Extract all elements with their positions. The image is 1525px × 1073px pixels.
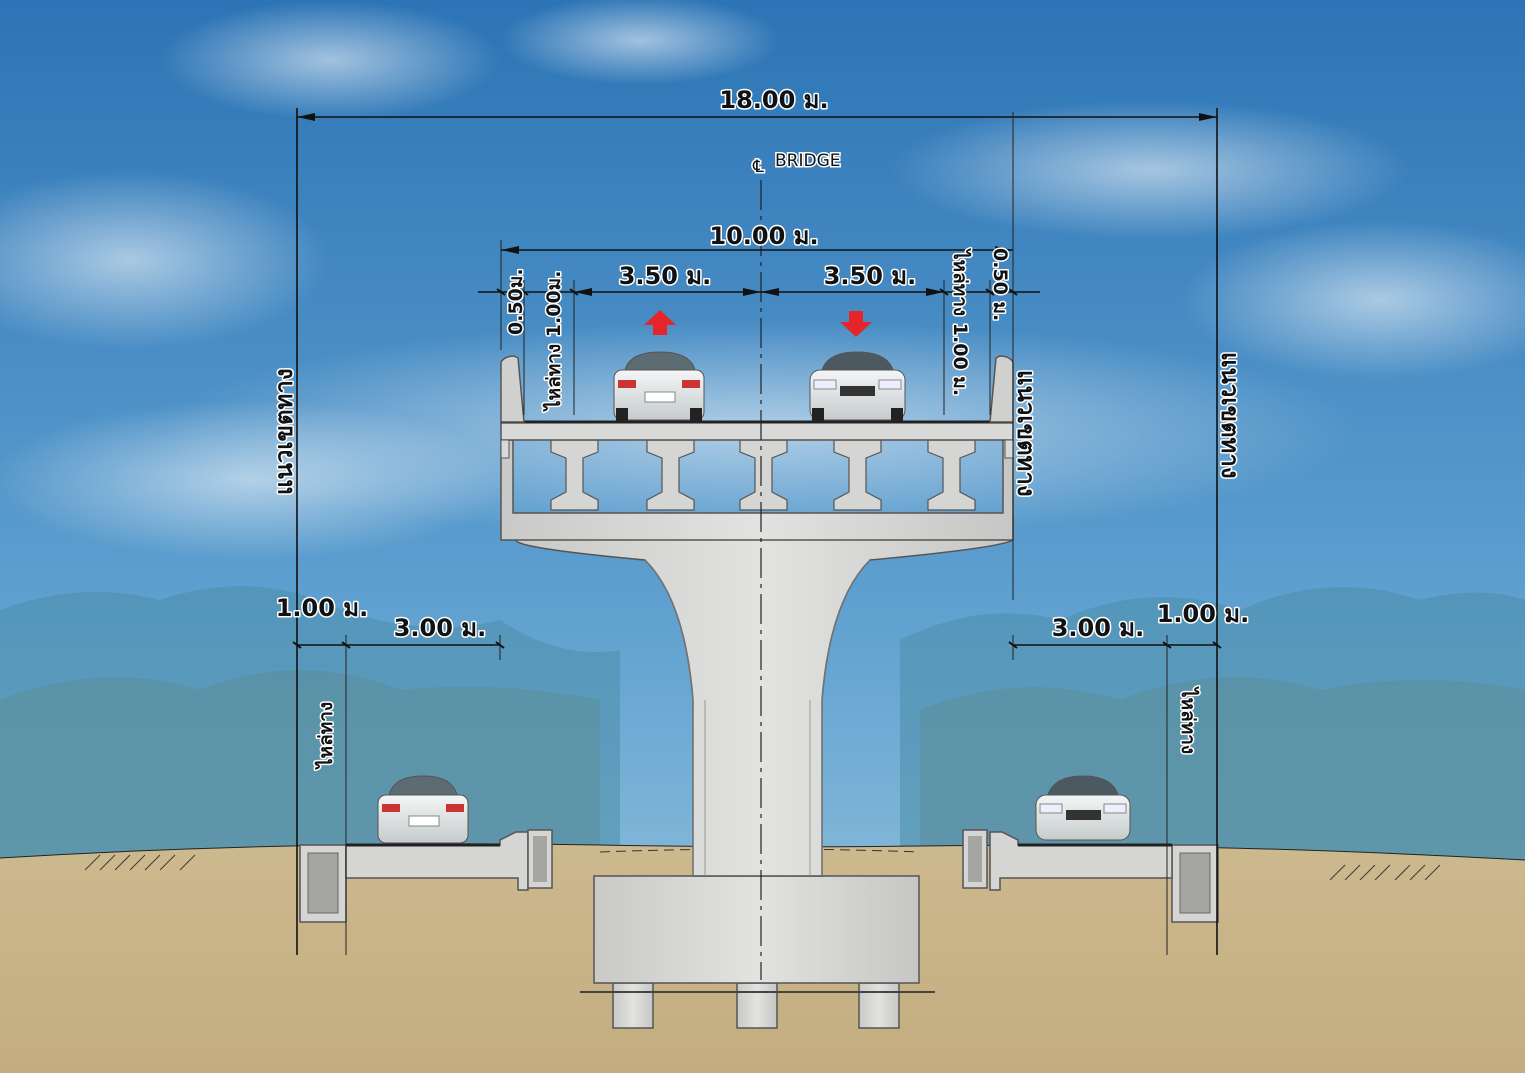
ground-road-right bbox=[962, 829, 1219, 923]
dim-barrier-right: 0.50 ม. bbox=[989, 248, 1011, 321]
deck-slab bbox=[500, 421, 1014, 441]
arrow-down-icon bbox=[840, 311, 872, 337]
ground-shoulder-label-left: ไหล่ทาง bbox=[314, 702, 337, 770]
clouds bbox=[0, 0, 1525, 560]
car-rear-deck-left bbox=[613, 351, 705, 422]
row-label-bridge: แนวเขตทาง bbox=[1012, 370, 1040, 497]
dim-overall-width: 18.00 ม. bbox=[719, 86, 828, 114]
ground-shoulder-label-right: ไหล่ทาง bbox=[1177, 686, 1200, 754]
footing bbox=[593, 875, 920, 984]
dim-lane-left: 3.50 ม. bbox=[619, 262, 712, 290]
dim-ground-right-shoulder: 1.00 ม. bbox=[1157, 600, 1250, 628]
centerline-symbol: ℄ bbox=[752, 157, 764, 177]
car-front-ground-right bbox=[1035, 775, 1131, 841]
dim-ground-left-lane: 3.00 ม. bbox=[394, 614, 487, 642]
arrow-up-icon bbox=[644, 310, 676, 335]
barrier-left bbox=[500, 355, 525, 423]
dim-shoulder-right: ไหล่ทาง 1.00 ม. bbox=[949, 248, 972, 396]
ground-hatch-left bbox=[84, 854, 196, 871]
girders bbox=[550, 439, 976, 511]
row-label-left: แนวเขตทาง bbox=[270, 368, 298, 495]
dim-lane-right: 3.50 ม. bbox=[824, 262, 917, 290]
dim-barrier-left: 0.50ม. bbox=[505, 268, 527, 335]
centerline-label: BRIDGE bbox=[775, 151, 841, 171]
dim-shoulder-left: ไหล่ทาง 1.00ม. bbox=[542, 271, 565, 412]
ground-hatch-right bbox=[1329, 864, 1441, 881]
row-label-right: แนวเขตทาง bbox=[1216, 352, 1244, 479]
dimension-lines bbox=[292, 108, 1222, 955]
ground-road-left bbox=[299, 829, 553, 923]
dim-ground-left-shoulder: 1.00 ม. bbox=[276, 594, 369, 622]
dim-deck-width: 10.00 ม. bbox=[709, 222, 818, 250]
car-front-deck-right bbox=[809, 351, 906, 422]
car-rear-ground-left bbox=[377, 775, 469, 844]
dim-ground-right-lane: 3.00 ม. bbox=[1052, 614, 1145, 642]
